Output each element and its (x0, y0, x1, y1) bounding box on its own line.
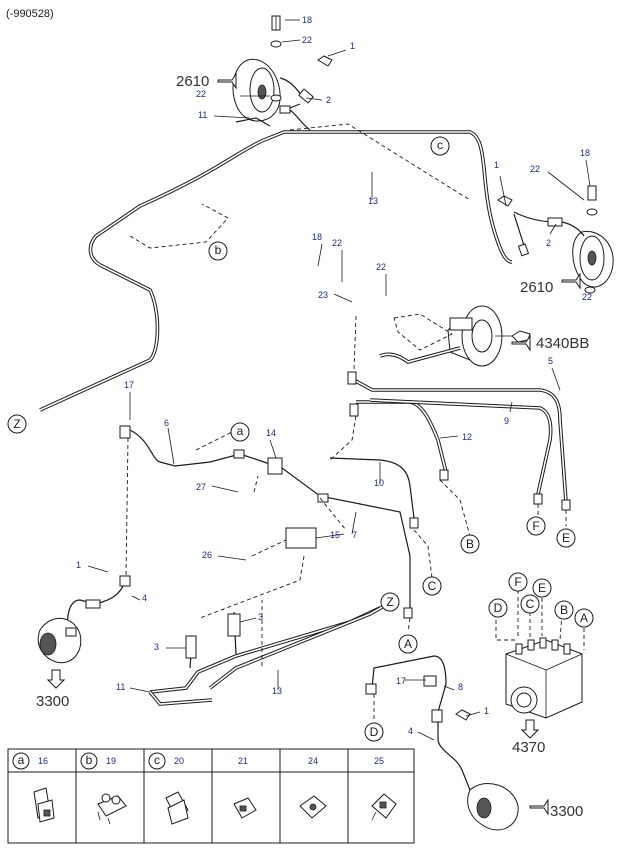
callout-22: 22 (582, 292, 592, 302)
callout-12: 12 (462, 432, 472, 442)
rear-pipes (148, 604, 385, 706)
rear-left-hose-assembly (37, 425, 131, 664)
legend-part-24: 24 (308, 756, 318, 766)
legend-part-16: 16 (38, 756, 48, 766)
callout-11: 11 (198, 110, 207, 120)
callout-23: 23 (318, 290, 328, 300)
clip-21-sketch (233, 797, 257, 819)
callout-numbers: 18 22 1 22 2 11 13 1 22 18 22 2 18 22 22… (76, 15, 592, 736)
callout-17: 17 (396, 676, 406, 686)
connector-c: c (437, 138, 443, 152)
callout-3: 3 (154, 642, 159, 652)
callout-22: 22 (196, 89, 206, 99)
callout-18: 18 (580, 148, 590, 158)
callout-5: 5 (548, 356, 553, 366)
callout-18: 18 (312, 232, 322, 242)
mid-pipes (129, 429, 419, 619)
legend-part-21: 21 (238, 756, 248, 766)
callout-22: 22 (376, 262, 386, 272)
connector-a: a (237, 424, 244, 438)
clip-25-sketch (371, 793, 397, 821)
callout-2: 2 (546, 238, 551, 248)
ref-3300: 3300 (550, 803, 583, 820)
callout-9: 9 (504, 416, 509, 426)
callout-1: 1 (76, 560, 81, 570)
legend-part-19: 19 (106, 756, 116, 766)
rear-right-hose-assembly (365, 655, 519, 831)
callout-2: 2 (326, 95, 331, 105)
master-cylinder-lines (347, 346, 571, 511)
callout-1: 1 (494, 160, 499, 170)
callout-4: 4 (408, 726, 413, 736)
callout-26: 26 (202, 550, 212, 560)
connector-d: D (494, 601, 503, 615)
legend-letter-a: a (18, 753, 25, 767)
connector-b: b (215, 243, 222, 257)
ref-4370: 4370 (512, 739, 545, 756)
ref-2610: 2610 (520, 279, 553, 296)
abs-hydraulic-unit (505, 637, 583, 719)
leader-lines (87, 19, 591, 741)
callout-27: 27 (196, 482, 206, 492)
connector-a: A (580, 611, 588, 625)
connector-f: F (532, 519, 539, 533)
clip-24-sketch (299, 795, 327, 819)
clip-legend-table: a 16 b 19 c 20 21 24 25 (7, 748, 415, 844)
master-cylinder-booster (447, 305, 531, 367)
legend-letter-b: b (86, 753, 93, 767)
connector-b: B (560, 603, 568, 617)
connector-z: Z (13, 417, 20, 431)
connector-e: E (538, 581, 546, 595)
callout-4: 4 (142, 593, 147, 603)
callout-22: 22 (332, 238, 342, 248)
legend-letter-c: c (154, 753, 160, 767)
callout-17: 17 (124, 380, 134, 390)
callout-13: 13 (368, 196, 378, 206)
callout-13: 13 (272, 686, 282, 696)
connector-b: B (466, 537, 474, 551)
connector-z: Z (386, 595, 393, 609)
connector-d: D (370, 725, 379, 739)
callout-14: 14 (266, 428, 276, 438)
callout-1: 1 (484, 706, 489, 716)
legend-part-25: 25 (374, 756, 384, 766)
ref-3300: 3300 (36, 693, 69, 710)
connector-a: A (404, 637, 412, 651)
callout-1: 1 (350, 41, 355, 51)
connector-c: C (526, 597, 535, 611)
legend-part-20: 20 (174, 756, 184, 766)
callout-8: 8 (458, 682, 463, 692)
connector-f: F (514, 575, 521, 589)
reference-numbers: 2610 2610 4340BB 3300 4370 3300 (36, 73, 589, 820)
callout-18: 18 (302, 15, 312, 25)
clip-16-sketch (33, 787, 55, 823)
clip-19-sketch (97, 793, 127, 825)
connector-c: C (428, 579, 437, 593)
connector-e: E (562, 531, 570, 545)
callout-10: 10 (374, 478, 384, 488)
front-left-hose (279, 77, 314, 114)
ref-2610: 2610 (176, 73, 209, 90)
callout-11: 11 (116, 682, 125, 692)
reference-arrows (46, 72, 581, 816)
callout-6: 6 (164, 418, 169, 428)
callout-22: 22 (530, 164, 540, 174)
clip-20-sketch (165, 791, 189, 825)
ref-4340bb: 4340BB (536, 335, 589, 352)
model-range-label: (-990528) (6, 8, 54, 20)
connector-letters: c b a Z Z F E B C A D D F C E B A (7, 136, 594, 742)
callout-3: 3 (258, 612, 263, 622)
dashed-connection-lines (125, 123, 585, 722)
callout-22: 22 (302, 35, 312, 45)
front-left-brake-disc (232, 15, 333, 122)
callout-7: 7 (352, 530, 357, 540)
front-right-brake-disc (497, 185, 614, 294)
callout-15: 15 (330, 530, 340, 540)
